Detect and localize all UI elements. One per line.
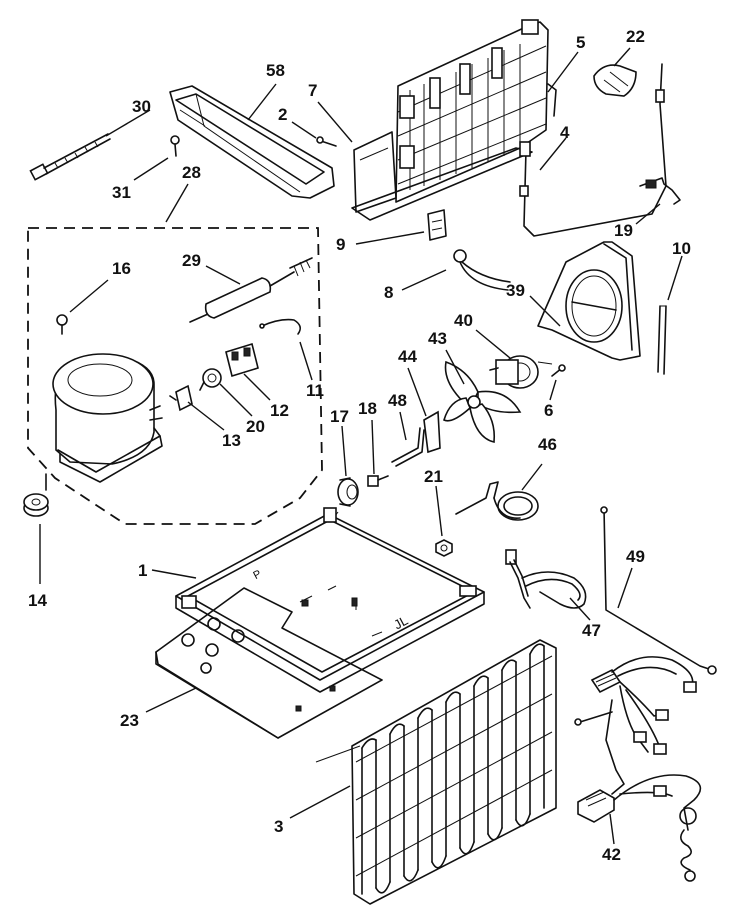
callout-12: 12 <box>270 401 289 420</box>
part-17-grommet <box>337 477 359 507</box>
part-23-pad <box>155 587 383 739</box>
callout-2: 2 <box>278 105 288 124</box>
part-9-clip <box>427 209 447 241</box>
part-47-tubing <box>505 549 587 609</box>
part-16-screw <box>56 314 68 335</box>
part-20-relay <box>199 368 222 391</box>
part-46-tubing <box>455 481 539 521</box>
callout-4: 4 <box>560 123 570 142</box>
leader-lines <box>39 47 683 845</box>
callout-47: 47 <box>582 621 601 640</box>
callout-42: 42 <box>602 845 621 864</box>
part-43-fan-blade <box>443 360 522 443</box>
part-48-tube <box>391 427 425 467</box>
part-2-screw <box>316 136 337 147</box>
callout-39: 39 <box>506 281 525 300</box>
callout-6: 6 <box>544 401 554 420</box>
part-49-rod <box>600 506 717 675</box>
callout-11: 11 <box>306 381 324 400</box>
callout-9: 9 <box>336 235 346 254</box>
callout-49: 49 <box>626 547 645 566</box>
part-13-overload <box>169 384 193 412</box>
part-21-nut <box>435 539 453 557</box>
compressor-group-boundary <box>27 227 323 525</box>
part-14-grommet <box>23 473 49 517</box>
callout-44: 44 <box>398 347 417 366</box>
callout-8: 8 <box>384 283 394 302</box>
part-6-screw <box>551 364 566 377</box>
part-40-fan-motor <box>489 355 553 389</box>
callout-1: 1 <box>138 561 148 580</box>
callout-3: 3 <box>274 817 284 836</box>
part-12-relay-block <box>225 342 259 378</box>
part-3-condenser <box>315 639 557 905</box>
part-30-tie-strap <box>29 133 111 181</box>
callout-16: 16 <box>112 259 131 278</box>
callout-20: 20 <box>246 417 265 436</box>
callout-23: 23 <box>120 711 139 730</box>
callout-30: 30 <box>132 97 151 116</box>
callout-19: 19 <box>614 221 633 240</box>
part-1-base-pan <box>175 507 485 693</box>
callout-21: 21 <box>424 467 443 486</box>
callout-17: 17 <box>330 407 349 426</box>
part-29-drier <box>189 257 313 323</box>
part-44-bracket <box>423 410 441 454</box>
callout-14: 14 <box>28 591 47 610</box>
part-10-rod <box>657 305 667 375</box>
callout-10: 10 <box>672 239 691 258</box>
part-42-wiring-harness <box>574 656 702 882</box>
part-5-evaporator-heater <box>351 19 557 221</box>
callout-48: 48 <box>388 391 407 410</box>
callout-7: 7 <box>308 81 318 100</box>
callout-18: 18 <box>358 399 377 418</box>
part-58-drain-trough <box>169 85 335 199</box>
part-22-cap <box>593 64 637 97</box>
callout-43: 43 <box>428 329 447 348</box>
part-compressor <box>52 353 163 483</box>
callout-13: 13 <box>222 431 241 450</box>
callout-28: 28 <box>182 163 201 182</box>
callout-58: 58 <box>266 61 285 80</box>
part-4-thermostat <box>519 63 667 237</box>
callout-40: 40 <box>454 311 473 330</box>
callout-31: 31 <box>112 183 131 202</box>
part-8-connector <box>453 249 511 291</box>
part-31-screw <box>170 135 180 157</box>
part-19-clip <box>639 177 681 205</box>
part-39-fan-shroud <box>537 241 641 361</box>
callout-22: 22 <box>626 27 645 46</box>
callout-5: 5 <box>576 33 586 52</box>
callout-29: 29 <box>182 251 201 270</box>
part-18-bolt <box>367 475 389 487</box>
part-11-wire <box>259 318 302 335</box>
callout-46: 46 <box>538 435 557 454</box>
